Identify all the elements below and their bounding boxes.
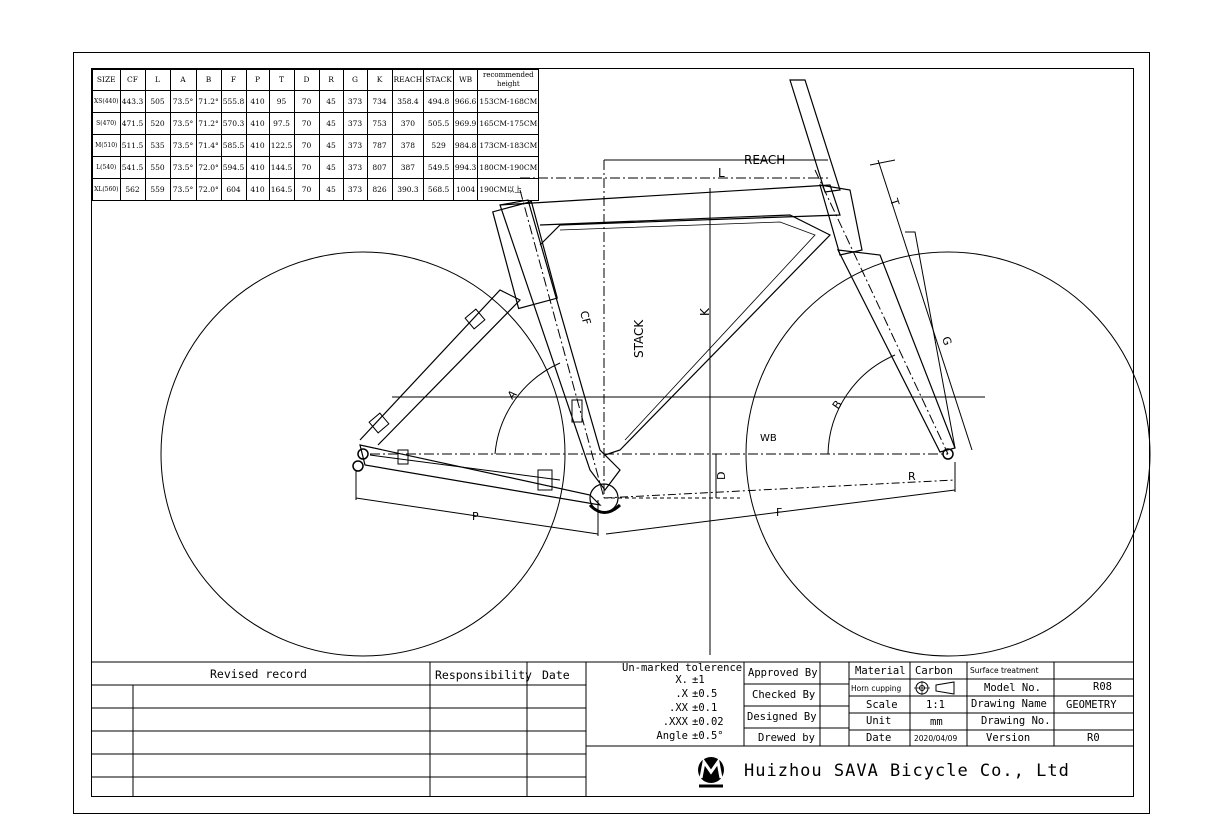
inner-border	[91, 68, 1134, 797]
designed-by-label: Designed By	[747, 711, 817, 723]
model-no-value: R08	[1093, 681, 1112, 693]
geometry-cell: 1004	[452, 178, 479, 201]
date-value: 2020/04/09	[914, 734, 958, 743]
label-a: A	[505, 387, 520, 402]
tolerance-value: ±0.1	[692, 702, 718, 714]
geometry-cell: 984.8	[452, 134, 479, 157]
tolerance-key: .X	[675, 688, 688, 700]
geometry-cell: 358.4	[391, 90, 425, 113]
label-wb: WB	[760, 433, 777, 444]
unit-value: mm	[930, 716, 943, 728]
horn-cupping-label: Horn cupping	[851, 684, 902, 693]
approved-by-label: Approved By	[748, 667, 818, 679]
label-d: D	[715, 472, 728, 480]
outer-border	[73, 52, 1150, 814]
scale-value: 1:1	[926, 699, 945, 711]
label-b: B	[830, 398, 845, 412]
label-k: K	[698, 307, 712, 316]
label-t: T	[887, 196, 902, 208]
tolerance-key: X.	[675, 674, 688, 686]
label-cf: CF	[577, 309, 593, 326]
checked-by-label: Checked By	[752, 689, 816, 701]
geometry-header-cell: WB	[452, 69, 479, 91]
tolerance-key: .XX	[669, 702, 688, 714]
responsibility-header: Responsibility	[435, 668, 532, 682]
geometry-cell: 173CM-183CM	[477, 134, 540, 157]
revised-record-title: Revised record	[210, 667, 307, 681]
drawing-no-label: Drawing No.	[981, 715, 1051, 727]
geometry-cell: 72.0°	[195, 178, 222, 201]
version-value: R0	[1087, 732, 1100, 744]
geometry-cell: 73.5°	[169, 178, 197, 201]
tolerance-key: .XXX	[662, 716, 688, 728]
scale-label: Scale	[866, 699, 898, 711]
version-label: Version	[986, 732, 1031, 744]
tolerance-title: Un-marked tolerence	[622, 662, 743, 674]
geometry-cell: 390.3	[391, 178, 425, 201]
tolerance-value: ±0.02	[692, 716, 724, 728]
label-g: G	[939, 335, 954, 347]
drawing-name-label: Drawing Name	[971, 698, 1047, 710]
geometry-cell: 373	[342, 178, 368, 201]
geometry-cell: 969.9	[452, 112, 479, 135]
front-wheel	[745, 251, 1151, 657]
label-l: L	[718, 166, 725, 180]
drewed-by-label: Drewed by	[758, 732, 815, 744]
third-angle-projection-icon	[914, 681, 955, 695]
label-stack: STACK	[632, 319, 646, 358]
surface-treatment-label: Surface treatment	[970, 666, 1039, 675]
company-name: Huizhou SAVA Bicycle Co., Ltd	[744, 761, 1070, 781]
date-label: Date	[866, 732, 892, 744]
tolerance-value: ±1	[692, 674, 705, 686]
label-r: R	[908, 470, 916, 483]
tolerance-value: ±0.5°	[692, 730, 724, 742]
unit-label: Unit	[866, 715, 892, 727]
geometry-cell: 826	[366, 178, 393, 201]
tolerance-key: Angle	[656, 730, 688, 742]
sava-m-logo-icon	[698, 757, 724, 788]
label-reach: REACH	[744, 153, 785, 167]
label-p: P	[472, 510, 479, 523]
geometry-cell: 734	[366, 90, 393, 113]
label-f: F	[776, 506, 782, 519]
material-value: Carbon	[915, 665, 953, 677]
material-label: Material	[855, 665, 906, 677]
drawing-name-value: GEOMETRY	[1066, 699, 1117, 711]
date-header: Date	[542, 668, 570, 682]
geometry-cell: 190CM以上	[477, 178, 540, 201]
tolerance-value: ±0.5	[692, 688, 718, 700]
geometry-cell: 604	[220, 178, 247, 201]
model-no-label: Model No.	[984, 682, 1041, 694]
geometry-cell: 966.6	[452, 90, 479, 113]
geometry-cell: 410	[245, 178, 270, 201]
